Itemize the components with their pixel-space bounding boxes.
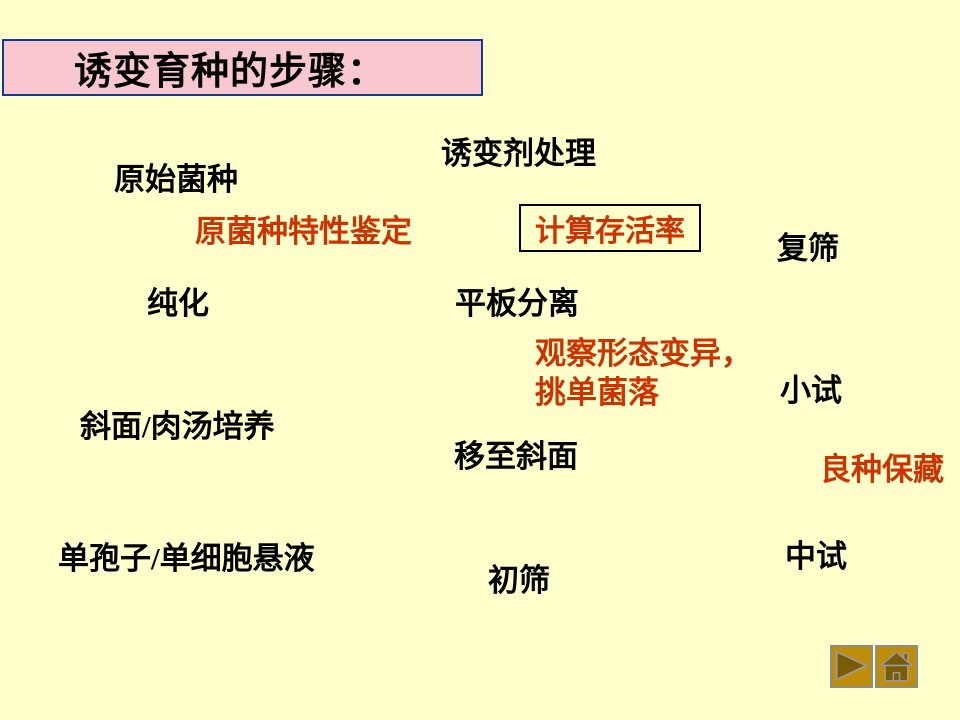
label-rescreening: 复筛 — [777, 231, 839, 266]
label-small-test: 小试 — [780, 373, 842, 408]
label-survival-rate: 计算存活率 — [535, 215, 685, 248]
home-icon — [878, 648, 915, 685]
label-move-to-slant: 移至斜面 — [454, 439, 578, 474]
label-mutagen-treatment: 诱变剂处理 — [441, 136, 596, 171]
title-box: 诱变育种的步骤： — [2, 39, 483, 96]
label-pilot-test: 中试 — [785, 539, 847, 574]
label-original-strain: 原始菌种 — [114, 162, 238, 197]
home-button[interactable] — [875, 645, 918, 688]
play-arrow-icon — [833, 648, 870, 685]
survival-rate-box: 计算存活率 — [519, 204, 701, 252]
label-initial-screening: 初筛 — [488, 563, 550, 598]
label-observe-variation-line1: 观察形态变异， — [535, 336, 752, 371]
label-strain-preservation: 良种保藏 — [820, 452, 944, 487]
slide-title: 诱变育种的步骤： — [74, 51, 387, 93]
slide-nav-buttons — [830, 645, 918, 688]
label-plate-separation: 平板分离 — [455, 286, 579, 321]
label-observe-variation-line2: 挑单菌落 — [535, 375, 659, 410]
label-single-spore-suspension: 单孢子/单细胞悬液 — [58, 541, 315, 576]
label-observe-variation: 观察形态变异， 挑单菌落 — [535, 334, 752, 412]
label-slant-broth-culture: 斜面/肉汤培养 — [80, 409, 275, 444]
next-slide-button[interactable] — [830, 645, 873, 688]
label-purification: 纯化 — [147, 286, 209, 321]
label-strain-characterization: 原菌种特性鉴定 — [195, 214, 412, 249]
